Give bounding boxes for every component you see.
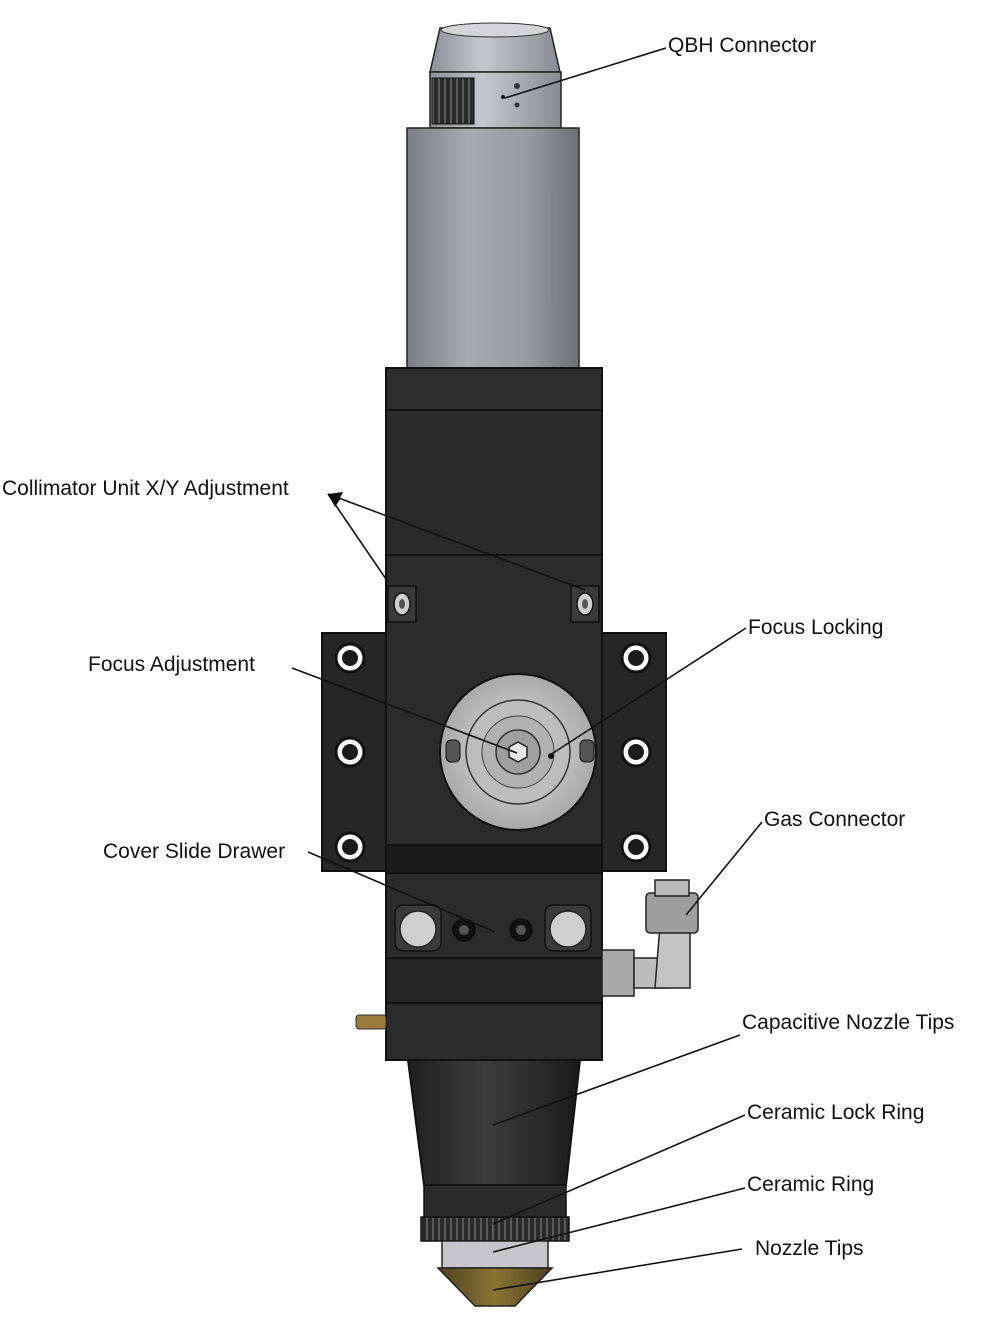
qbh-connector-part — [429, 22, 562, 129]
label-gas-connector: Gas Connector — [764, 808, 905, 831]
label-nozzle-tips: Nozzle Tips — [755, 1237, 864, 1260]
collimator-tube — [406, 127, 580, 369]
leader-lines — [291, 47, 763, 1291]
mounting-holes — [334, 642, 652, 863]
label-collimator-adjustment: Collimator Unit X/Y Adjustment — [2, 477, 289, 500]
label-focus-locking: Focus Locking — [748, 616, 883, 639]
label-ceramic-ring: Ceramic Ring — [747, 1173, 874, 1196]
cover-slide-drawer-part — [394, 904, 592, 952]
capacitive-nozzle-assembly — [406, 1059, 582, 1307]
label-cover-slide-drawer: Cover Slide Drawer — [103, 840, 285, 863]
label-capacitive-nozzle-tips: Capacitive Nozzle Tips — [742, 1011, 954, 1034]
collimator-adjust-screw-left — [387, 585, 417, 623]
label-qbh-connector: QBH Connector — [668, 34, 816, 57]
label-ceramic-lock-ring: Ceramic Lock Ring — [747, 1101, 924, 1124]
leader-arrowheads — [328, 492, 343, 507]
label-focus-adjustment: Focus Adjustment — [88, 653, 255, 676]
gas-connector-part — [601, 879, 699, 997]
focus-adjustment-dial — [439, 673, 597, 831]
collimator-adjust-screw-right — [570, 585, 600, 623]
